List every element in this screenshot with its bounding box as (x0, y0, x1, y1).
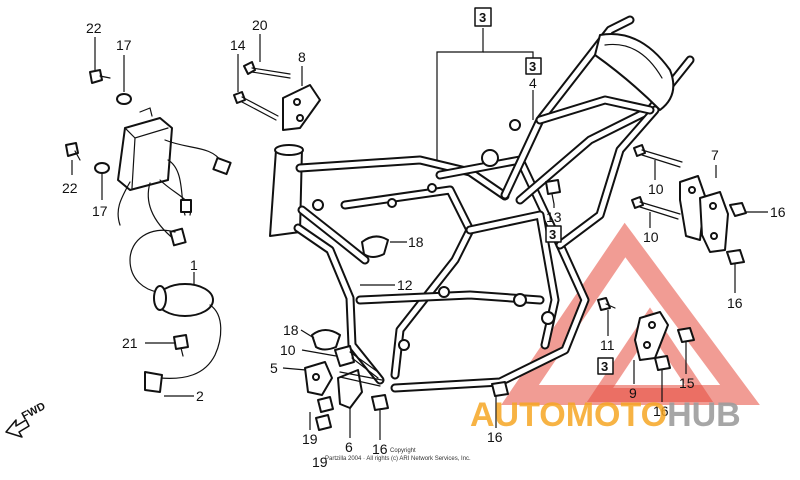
nut-15 (677, 327, 695, 343)
fwd-arrow-icon (5, 419, 30, 438)
grommet-18-top (361, 235, 389, 258)
watermark-text-automoto: AUTOMOTO (470, 396, 667, 434)
leader-lines (71, 28, 768, 440)
callout-9: 9 (629, 385, 637, 401)
callout-18-top: 18 (408, 234, 424, 250)
callout-15: 15 (679, 375, 695, 391)
bolt-19-upper (317, 396, 334, 413)
callout-box-3-c (545, 225, 562, 243)
callout-22-bottom: 22 (62, 180, 78, 196)
callout-17-top: 17 (116, 37, 132, 53)
bracket-9 (634, 311, 669, 361)
callout-19-upper: 19 (302, 431, 318, 447)
callout-16-right: 16 (770, 204, 786, 220)
bolt-13 (545, 179, 561, 205)
callout-17-bottom: 17 (92, 203, 108, 219)
callout-12: 12 (397, 277, 413, 293)
forward-direction-indicator: FWD (5, 400, 48, 438)
nut-16-lower-right (654, 355, 671, 371)
watermark-triangle-small (586, 307, 714, 402)
bracket-7 (679, 175, 729, 253)
callout-7: 7 (711, 147, 719, 163)
callout-box-3-d (597, 357, 614, 375)
bolt-21 (173, 334, 189, 357)
callout-6: 6 (345, 439, 353, 455)
ignition-unit-part (117, 107, 232, 247)
bolt-10-bottom (631, 196, 681, 220)
nut-16-right (729, 202, 747, 217)
callout-10-mid: 10 (643, 229, 659, 245)
callout-labels: 22 17 22 17 20 14 8 3 3 4 7 10 16 13 3 1… (62, 7, 786, 470)
bolt-20 (243, 61, 291, 79)
callout-21: 21 (122, 335, 138, 351)
washer-17-top (116, 93, 132, 105)
nut-16-bottom-right (491, 381, 509, 397)
callout-4: 4 (529, 75, 537, 91)
callout-3-b: 3 (529, 59, 536, 74)
callout-10-bottom: 10 (280, 342, 296, 358)
callout-1: 1 (190, 257, 198, 273)
bolt-10-top (633, 144, 683, 168)
callout-3-c: 3 (549, 227, 556, 242)
ignition-coil-part (129, 229, 222, 393)
grommet-18-bottom (311, 329, 341, 351)
callout-16-bottom-right: 16 (487, 429, 503, 445)
callout-14: 14 (230, 37, 246, 53)
callout-3-top: 3 (479, 10, 486, 25)
callout-box-3-b (525, 57, 542, 75)
callout-3-d: 3 (601, 359, 608, 374)
callout-16-bottom-center: 16 (372, 441, 388, 457)
callout-8: 8 (298, 49, 306, 65)
nut-16-mid (726, 249, 745, 265)
callout-16-mid: 16 (727, 295, 743, 311)
bracket-6 (337, 369, 383, 409)
bolt-14 (233, 91, 279, 121)
bracket-8 (282, 84, 321, 131)
watermark-logo (501, 222, 760, 405)
fwd-label: FWD (20, 400, 48, 422)
bracket-5 (304, 361, 333, 396)
callout-20: 20 (252, 17, 268, 33)
copyright-line-1: Copyright (390, 448, 416, 454)
bolt-22-top (89, 69, 111, 84)
watermark-text-hub: HUB (667, 396, 741, 434)
callout-19-lower: 19 (312, 454, 328, 470)
nut-16-bottom-center (371, 394, 389, 411)
watermark-text: AUTOMOTOHUB (470, 396, 741, 434)
callout-13: 13 (546, 209, 562, 225)
bolt-11 (597, 297, 616, 311)
copyright-line-2: Partzilla 2004 · All rights (c) ARI Netw… (325, 456, 471, 462)
callout-16-lower-right: 16 (653, 403, 669, 419)
callout-11: 11 (600, 337, 615, 353)
collar-10-bottom (334, 345, 379, 379)
callout-18-bottom: 18 (283, 322, 299, 338)
callout-box-3-top (474, 7, 492, 27)
main-frame (269, 15, 695, 393)
callout-10-top: 10 (648, 181, 664, 197)
callout-5: 5 (270, 360, 278, 376)
washer-17-bottom (94, 162, 110, 174)
bolt-22-bottom (65, 142, 81, 161)
callout-2: 2 (196, 388, 204, 404)
bolt-19-lower (315, 414, 332, 431)
callout-22-top: 22 (86, 20, 102, 36)
